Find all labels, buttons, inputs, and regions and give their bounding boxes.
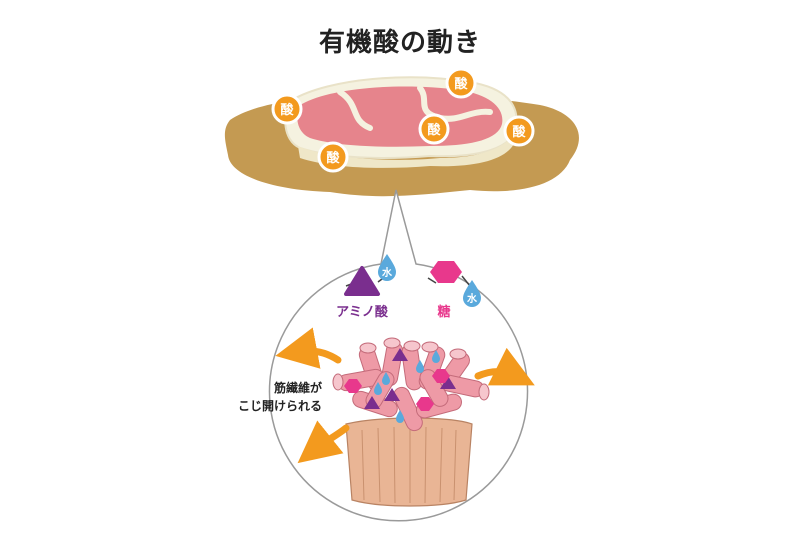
svg-text:酸: 酸 [454,76,468,92]
fiber-ends [332,337,490,401]
svg-text:酸: 酸 [427,122,441,138]
svg-text:酸: 酸 [280,102,294,118]
amino-acid-marker [364,396,380,409]
amino-acid-marker [392,348,408,361]
meat-side [298,128,516,168]
sugar-marker [432,369,450,383]
acid-badge: 酸 [445,67,477,99]
water-label: 水 [466,292,478,305]
sugar-label: 糖 [437,304,450,320]
svg-text:酸: 酸 [326,150,340,166]
diagram-title: 有機酸の動き [318,28,481,58]
acid-badge: 酸 [418,113,450,145]
annotation-line1: 筋繊維が [273,380,322,395]
arrow-upper-left [275,327,342,369]
sugar-marker [416,397,434,411]
annotation-line2: こじ開けられる [238,399,322,413]
water-label: 水 [381,266,393,279]
amino-acid-symbol: 水 [344,254,396,296]
svg-text:酸: 酸 [512,124,526,140]
water-droplets [374,350,440,423]
sugar-marker [344,379,362,393]
acid-badge: 酸 [317,141,349,173]
arrow-right [474,347,535,386]
acid-badge: 酸 [503,115,535,147]
bundle-striations [361,426,457,504]
amino-acid-marker [384,388,400,401]
muscle-bundle [345,417,473,507]
amino-acid-marker [440,376,456,389]
sugar-symbol: 水 [427,261,481,307]
arrow-lower-left [297,420,350,464]
amino-acid-label: アミノ酸 [336,304,389,320]
acid-badge: 酸 [271,93,303,125]
